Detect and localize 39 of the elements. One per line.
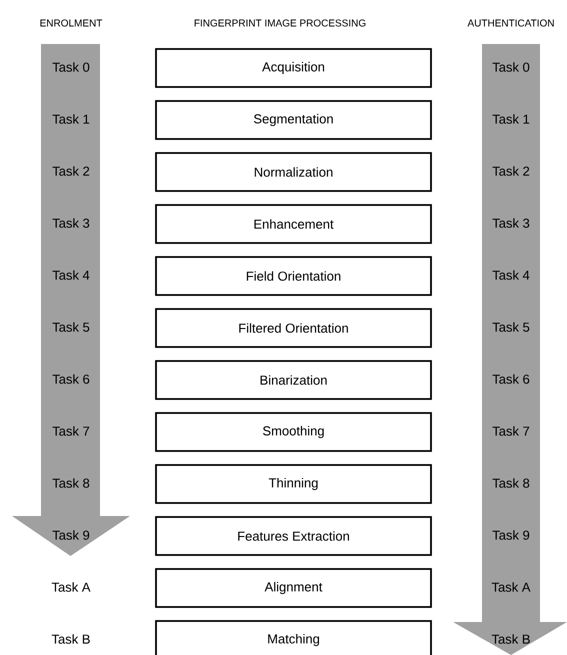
task-label: Task 8 (492, 478, 530, 488)
process-box: Segmentation (155, 100, 432, 140)
process-box: Field Orientation (155, 256, 432, 296)
task-label: Task 3 (52, 218, 90, 228)
process-box: Features Extraction (155, 516, 432, 556)
process-box: Matching (155, 620, 432, 655)
process-box: Binarization (155, 360, 432, 400)
process-box: Smoothing (155, 412, 432, 452)
process-box: Acquisition (155, 48, 432, 88)
column-heading: FINGERPRINT IMAGE PROCESSING (194, 19, 366, 27)
task-label: Task 7 (492, 426, 530, 436)
task-label: Task 9 (492, 530, 530, 540)
column-heading: AUTHENTICATION (468, 19, 554, 27)
task-label: Task 7 (52, 426, 90, 436)
task-label: Task 9 (52, 530, 90, 540)
task-label: Task A (492, 582, 530, 592)
task-label: Task 5 (492, 322, 530, 332)
task-label: Task 6 (52, 374, 90, 384)
task-label: Task 2 (492, 166, 530, 176)
process-box: Thinning (155, 464, 432, 504)
task-label: Task 2 (52, 166, 90, 176)
process-box: Enhancement (155, 204, 432, 244)
task-label: Task 0 (492, 62, 530, 72)
task-label: Task 0 (52, 62, 90, 72)
task-label: Task 8 (52, 478, 90, 488)
task-label: Task 6 (492, 374, 530, 384)
process-box: Normalization (155, 152, 432, 192)
task-label: Task 3 (492, 218, 530, 228)
column-heading: ENROLMENT (40, 19, 102, 27)
process-box: Alignment (155, 568, 432, 608)
task-label: Task A (52, 582, 90, 592)
task-label: Task B (492, 634, 530, 644)
task-label: Task B (52, 634, 90, 644)
task-label: Task 5 (52, 322, 90, 332)
process-box: Filtered Orientation (155, 308, 432, 348)
task-label: Task 1 (52, 114, 90, 124)
task-label: Task 1 (492, 114, 530, 124)
task-label: Task 4 (52, 270, 90, 280)
task-label: Task 4 (492, 270, 530, 280)
